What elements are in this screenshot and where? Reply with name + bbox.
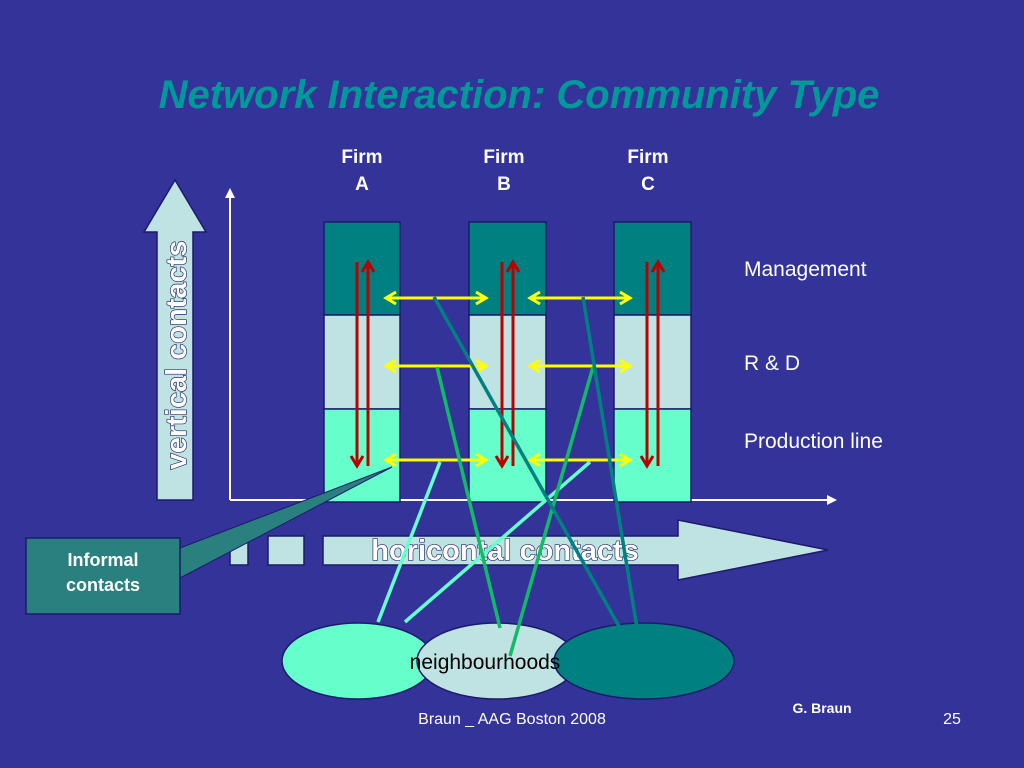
firm-b-column bbox=[468, 221, 547, 503]
page-number: 25 bbox=[943, 711, 961, 728]
level-management-label: Management bbox=[744, 258, 867, 281]
informal-contacts-box bbox=[25, 537, 181, 615]
firm-c-label-line1: Firm bbox=[627, 147, 668, 168]
firm-c-rnd bbox=[613, 314, 692, 410]
horizontal-contacts-label: horicontal contacts bbox=[371, 535, 639, 567]
level-production-label: Production line bbox=[744, 430, 883, 453]
firm-a-label-line1: Firm bbox=[341, 147, 382, 168]
vertical-contact-arrows bbox=[349, 259, 666, 469]
firm-a-rnd bbox=[323, 314, 401, 410]
neighbourhoods-label: neighbourhoods bbox=[410, 651, 561, 674]
neighbourhood-ellipse-right bbox=[553, 622, 735, 700]
firm-c-vertical-arrows bbox=[639, 259, 666, 469]
level-rnd-label: R & D bbox=[744, 352, 800, 375]
firm-a-vertical-arrows bbox=[349, 259, 376, 469]
vertical-contacts-label: vertical contacts bbox=[161, 241, 193, 470]
vertical-contacts-arrow bbox=[142, 178, 208, 501]
firm-b-vertical-arrows bbox=[494, 259, 521, 469]
firm-b-label-line2: B bbox=[497, 174, 511, 195]
informal-contacts-line2: contacts bbox=[66, 575, 140, 595]
firm-a-label-line2: A bbox=[355, 174, 369, 195]
firm-c-label-line2: C bbox=[641, 174, 655, 195]
horizontal-dash-2 bbox=[267, 535, 305, 566]
slide-title: Network Interaction: Community Type bbox=[159, 73, 880, 117]
author-label: G. Braun bbox=[792, 700, 851, 716]
informal-contacts-line1: Informal bbox=[67, 550, 138, 570]
firm-b-label-line1: Firm bbox=[483, 147, 524, 168]
footer-text: Braun _ AAG Boston 2008 bbox=[418, 711, 606, 728]
firm-c-production bbox=[613, 408, 692, 503]
neighbourhood-links bbox=[376, 296, 639, 657]
